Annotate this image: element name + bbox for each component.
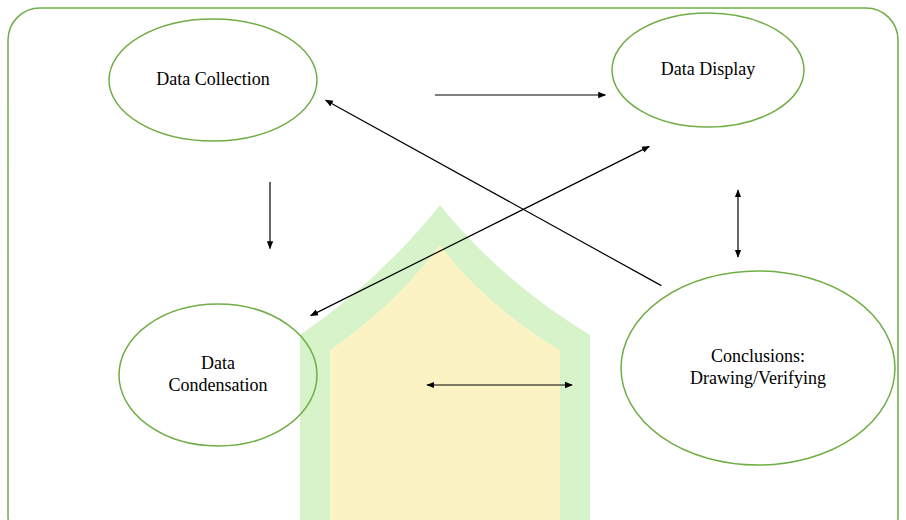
- arrow-connector: [427, 384, 572, 385]
- node-label: Data Display: [661, 59, 755, 81]
- watermark-arch: [300, 205, 590, 520]
- arrow-connector: [269, 182, 270, 248]
- arrow-connector: [326, 100, 662, 285]
- watermark-inner: [330, 245, 560, 520]
- outer-frame: [8, 8, 898, 520]
- ellipse-node: Conclusions: Drawing/Verifying: [620, 270, 896, 466]
- node-label: Data Collection: [156, 69, 269, 91]
- node-label: Conclusions: Drawing/Verifying: [673, 346, 843, 389]
- arrow-connector: [435, 94, 606, 95]
- ellipse-node: Data Condensation: [118, 303, 318, 447]
- node-label: Data Condensation: [153, 353, 283, 396]
- ellipse-node: Data Display: [611, 12, 805, 128]
- arrow-connector: [737, 190, 738, 257]
- arrow-connector: [311, 146, 650, 315]
- ellipse-node: Data Collection: [108, 18, 318, 142]
